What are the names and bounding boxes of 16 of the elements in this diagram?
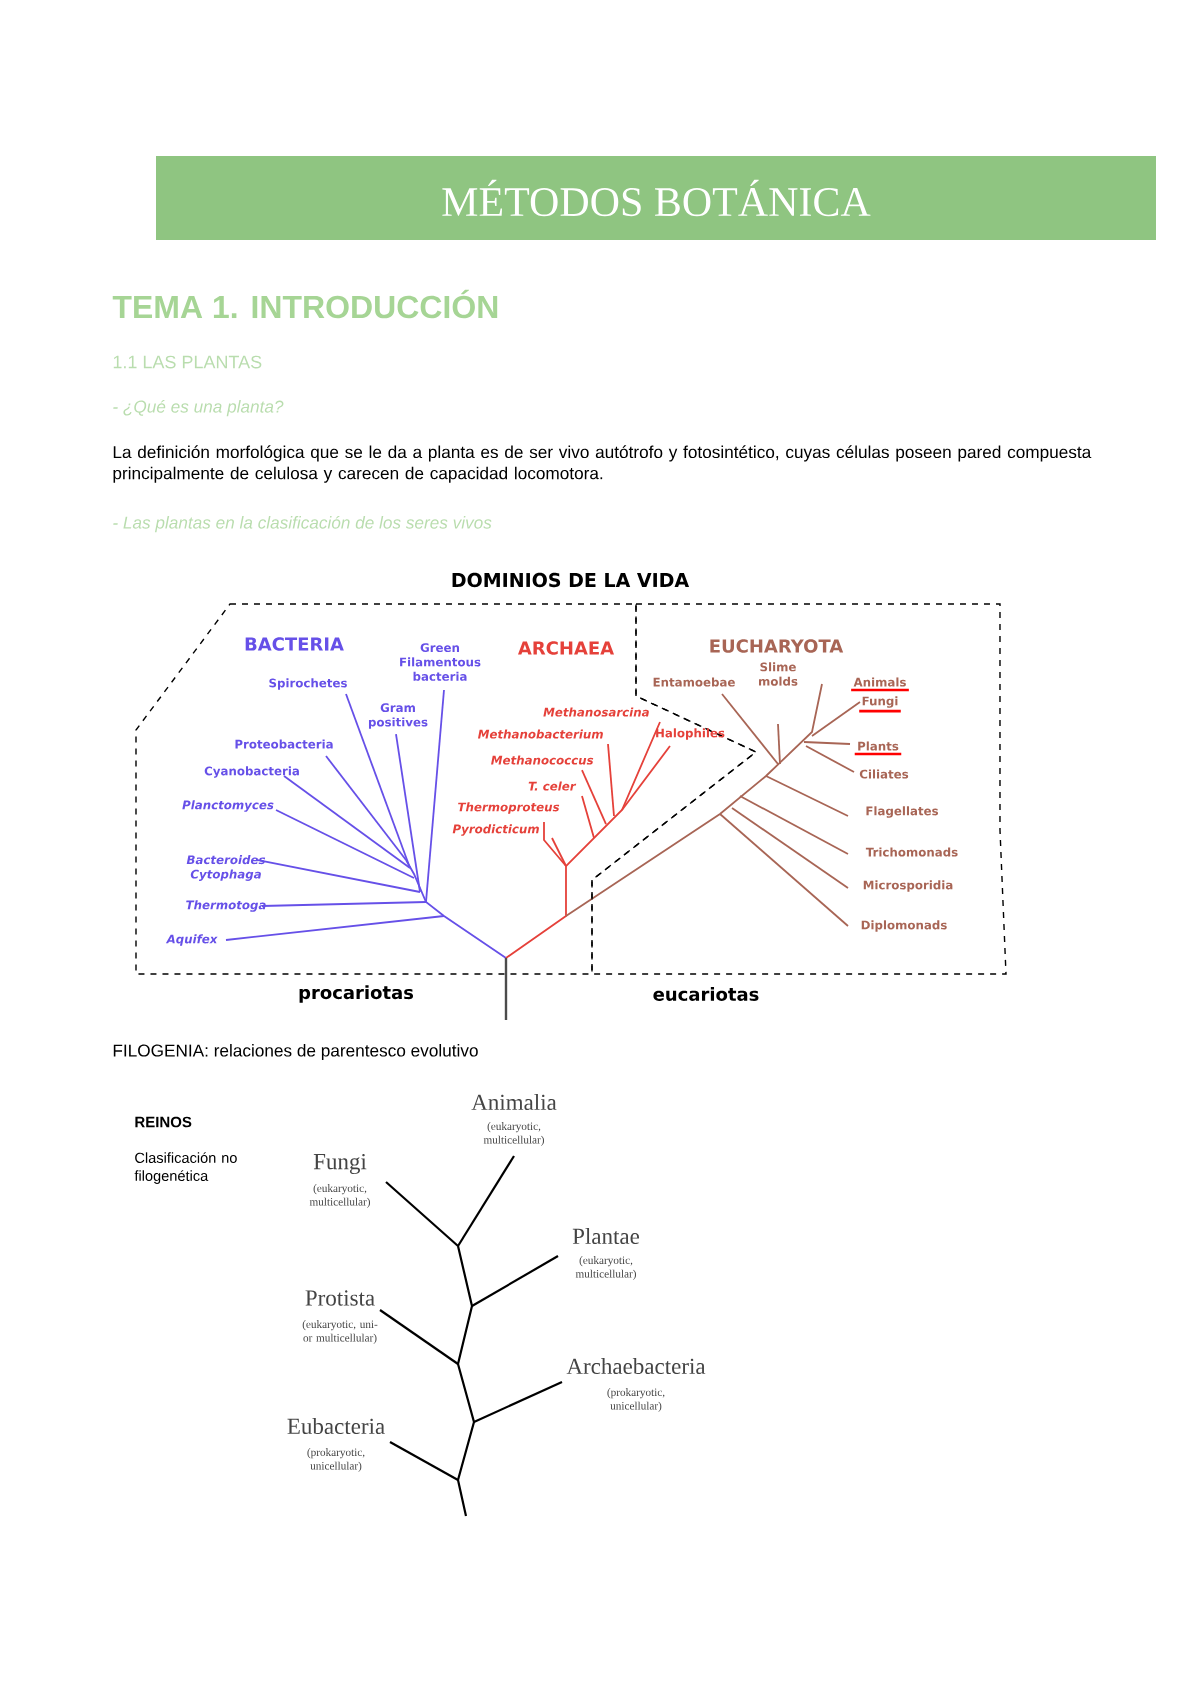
- kingdom-name: Eubacteria: [287, 1417, 385, 1435]
- kingdom-name: Archaebacteria: [566, 1357, 706, 1375]
- subsection-heading: 1.1 LAS PLANTAS: [113, 355, 262, 369]
- figure-caption: FILOGENIA: relaciones de parentesco evolutivo: [113, 1044, 478, 1061]
- kingdom-name: Plantae: [572, 1227, 640, 1245]
- kingdom-name: Fungi: [313, 1153, 367, 1175]
- kingdom-name: Protista: [305, 1290, 375, 1306]
- region-caption: procariotas: [299, 985, 414, 1003]
- section-heading: TEMA 1. INTRODUCCIÓN: [112, 289, 498, 319]
- question-heading: - ¿Qué es una planta?: [113, 399, 284, 417]
- figure-heading: DOMINIOS DE LA VIDA: [452, 572, 690, 588]
- paragraph: La definición morfológica que se le da a planta es de ser vivo autótrofo y fotosintético, cuyas células poseen pared compuesta principalmente de celulosa y carecen de capacidad locomotora.: [113, 445, 1092, 483]
- region-caption: eucariotas: [653, 987, 759, 1001]
- title-banner: MÉTODOS BOTÁNICA: [156, 156, 1156, 240]
- kingdom-name: Animalia: [471, 1093, 557, 1111]
- question-heading: - Las plantas en la clasificación de los seres vivos: [113, 515, 492, 533]
